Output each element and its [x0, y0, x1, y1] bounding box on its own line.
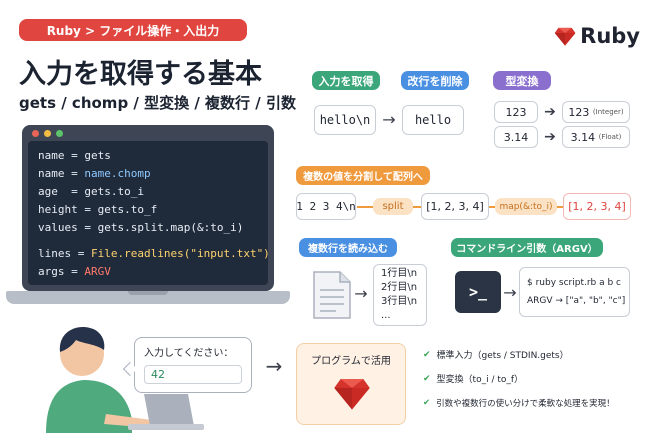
- conv-to-int: 123 (Integer): [562, 101, 630, 123]
- ruby-gem-icon: [554, 27, 576, 46]
- arrow-right-icon: ➔: [544, 129, 556, 145]
- op-map-to-i: map(&:to_i): [495, 198, 557, 215]
- label-remove-newline: 改行を削除: [401, 71, 469, 90]
- usage-box: プログラムで活用: [296, 343, 406, 425]
- code-line: height = gets.to_f: [38, 203, 158, 216]
- prompt-bubble: 入力してください： 42: [134, 337, 252, 393]
- category-badge: Ruby > ファイル操作・入出力: [19, 19, 247, 41]
- code-line: age = gets.to_i: [38, 185, 144, 198]
- terminal-prompt-glyph: >_: [468, 283, 488, 301]
- arrow-line: [557, 206, 563, 208]
- line-item: 3行目\n: [381, 296, 418, 307]
- check-item: ✔標準入力（gets / STDIN.gets）: [423, 349, 569, 362]
- conv-to-float: 3.14 (Float): [562, 126, 630, 148]
- op-split: split: [373, 198, 413, 215]
- dot-green: [56, 130, 63, 137]
- ruby-gem-icon: [334, 379, 370, 410]
- split-input: 1 2 3 4\n: [296, 193, 356, 220]
- multiline-lines-box: 1行目\n 2行目\n 3行目\n ...: [373, 264, 427, 326]
- arrow-line: [413, 206, 421, 208]
- arrow-right-icon: →: [354, 283, 368, 303]
- argv-example-box: $ ruby script.rb a b c ARGV → ["a", "b",…: [519, 267, 630, 317]
- dot-yellow: [44, 130, 51, 137]
- arrow-line: [489, 206, 495, 208]
- arrow-right-icon: ➔: [544, 104, 556, 120]
- code-editor: name = gets name = name.chomp age = gets…: [28, 141, 270, 285]
- conv-from-float: 3.14: [494, 126, 538, 148]
- code-line: lines = File.readlines("input.txt"): [38, 247, 270, 260]
- argv-result: ARGV → ["a", "b", "c"]: [527, 296, 626, 306]
- check-item: ✔引数や複数行の使い分けで柔軟な処理を実現！: [423, 397, 615, 409]
- split-mid-array: [1, 2, 3, 4]: [421, 193, 489, 220]
- label-type-conversion: 型変換: [493, 71, 551, 90]
- input-hello-newline: hello\n: [314, 105, 376, 135]
- line-item: 2行目\n: [381, 282, 418, 293]
- summary-checklist: ✔標準入力（gets / STDIN.gets） ✔型変換（to_i / to_…: [423, 345, 645, 412]
- argv-command: $ ruby script.rb a b c: [527, 278, 622, 288]
- label-read-multiline: 複数行を読み込む: [299, 238, 397, 257]
- terminal-icon: >_: [455, 271, 501, 313]
- page-subtitle: gets / chomp / 型変換 / 複数行 / 引数: [19, 94, 296, 112]
- line-item: 1行目\n: [381, 268, 418, 279]
- output-hello: hello: [402, 105, 464, 135]
- laptop-screen: name = gets name = name.chomp age = gets…: [22, 125, 274, 291]
- split-output-array: [1, 2, 3, 4]: [563, 193, 631, 220]
- arrow-right-icon: →: [265, 354, 283, 378]
- arrow-line: [357, 206, 373, 208]
- window-dots: [32, 130, 63, 137]
- code-line: name = gets: [38, 149, 111, 162]
- check-icon: ✔: [423, 349, 431, 360]
- ruby-logo: Ruby: [554, 19, 640, 53]
- arrow-right-icon: →: [382, 109, 396, 129]
- prompt-text: 入力してください：: [144, 348, 234, 359]
- laptop-notch: [128, 291, 168, 295]
- prompt-input-field[interactable]: 42: [144, 365, 242, 384]
- arrow-right-icon: →: [503, 282, 517, 302]
- label-get-input: 入力を取得: [312, 71, 380, 90]
- laptop-base: [6, 291, 290, 304]
- usage-label: プログラムで活用: [311, 356, 391, 367]
- label-split-to-array: 複数の値を分割して配列へ: [296, 166, 430, 185]
- check-icon: ✔: [423, 373, 431, 384]
- line-item: ...: [381, 310, 391, 321]
- check-item: ✔型変換（to_i / to_f）: [423, 373, 524, 386]
- person-illustration: [24, 310, 204, 433]
- document-icon: [312, 270, 352, 320]
- label-argv: コマンドライン引数（ARGV）: [451, 238, 603, 257]
- code-line: values = gets.split.map(&:to_i): [38, 221, 244, 234]
- code-line: name = name.chomp: [38, 167, 151, 180]
- conv-from-int: 123: [494, 101, 538, 123]
- check-icon: ✔: [423, 397, 431, 408]
- brand-name: Ruby: [580, 24, 640, 48]
- dot-red: [32, 130, 39, 137]
- code-line: args = ARGV: [38, 265, 111, 278]
- page-title: 入力を取得する基本: [19, 59, 262, 90]
